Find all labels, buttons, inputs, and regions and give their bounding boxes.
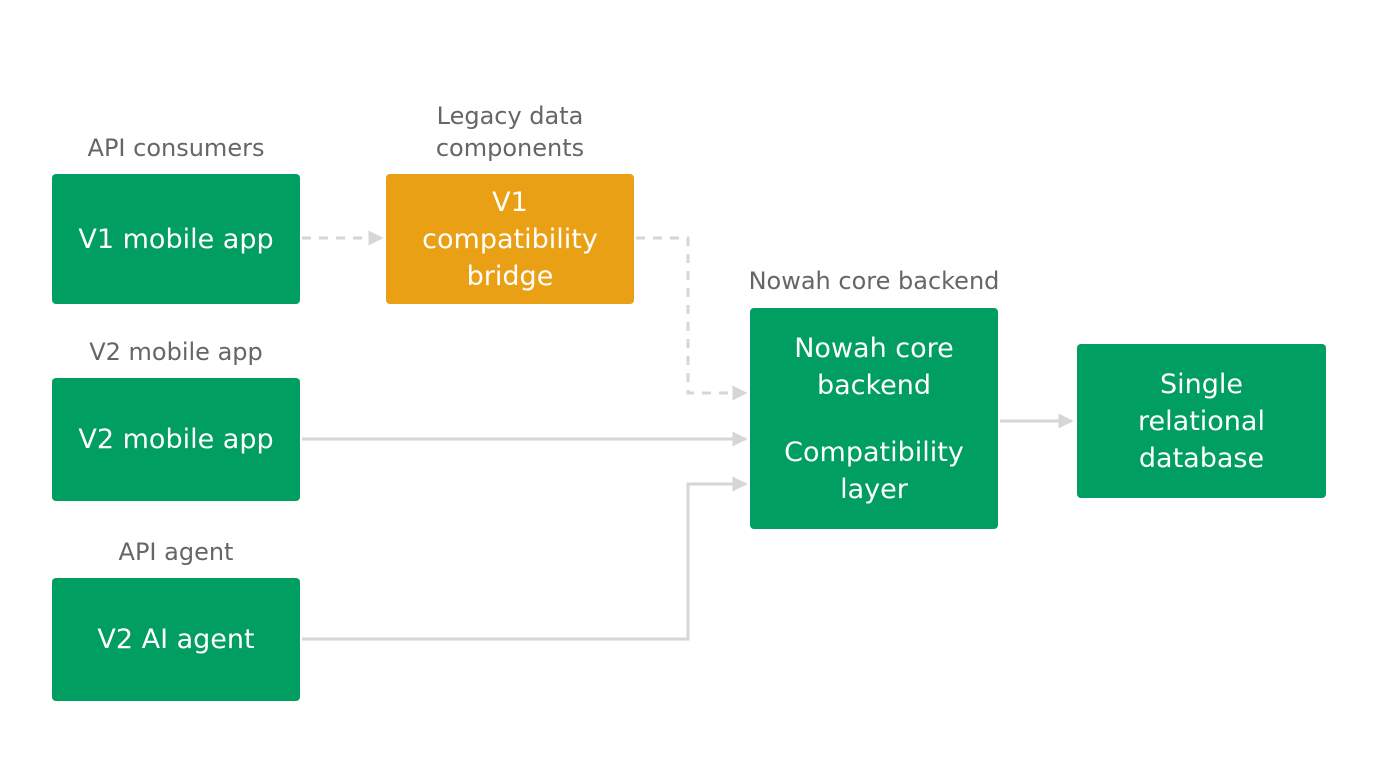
node-v1-compatibility-bridge: V1 compatibility bridge — [386, 174, 634, 304]
group-label-legacy-data-components: Legacy data components — [386, 100, 634, 164]
node-single-relational-database: Single relational database — [1077, 344, 1326, 498]
node-compat-label-line1: Compatibility — [784, 436, 964, 468]
node-core-label-line2: backend — [816, 369, 932, 401]
node-bridge-label-line1: V1 — [492, 186, 528, 218]
node-db-label-line1: Single — [1159, 368, 1243, 400]
node-db-label-line3: database — [1138, 442, 1265, 474]
node-core-label-line1: Nowah core — [794, 332, 954, 364]
node-bridge-label-line3: bridge — [466, 260, 554, 292]
group-label-api-agent: API agent — [118, 538, 234, 566]
group-label-v2-mobile-app: V2 mobile app — [89, 338, 263, 366]
node-v2-ai-agent-label: V2 AI agent — [97, 624, 255, 655]
edge-ai-agent-to-core — [302, 476, 748, 641]
node-v1-mobile-app: V1 mobile app — [52, 174, 300, 304]
group-label-api-consumers: API consumers — [87, 134, 265, 162]
group-label-legacy-line2: components — [435, 134, 585, 162]
node-db-label-line2: relational — [1138, 405, 1265, 437]
node-compat-label-line2: layer — [840, 473, 908, 505]
node-v2-mobile-app-label: V2 mobile app — [78, 424, 274, 455]
node-v2-ai-agent: V2 AI agent — [52, 578, 300, 701]
node-v1-mobile-app-label: V1 mobile app — [78, 223, 274, 255]
group-label-nowah-core-backend: Nowah core backend — [748, 267, 1000, 295]
node-nowah-core-backend: Nowah core backend Compatibility layer — [750, 308, 998, 529]
node-v2-mobile-app: V2 mobile app — [52, 378, 300, 501]
group-label-legacy-line1: Legacy data — [436, 102, 584, 130]
node-bridge-label-line2: compatibility — [422, 223, 598, 255]
edge-bridge-to-core — [636, 236, 748, 401]
